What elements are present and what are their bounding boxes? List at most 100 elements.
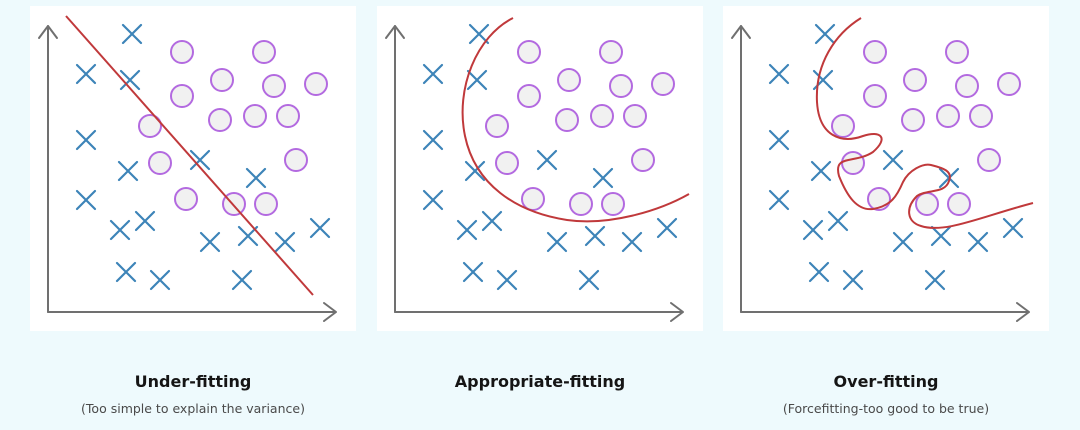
overfitting-subtitle: (Forcefitting-too good to be true) [782,401,990,416]
cross-icon [578,269,600,291]
overfitting-panel [723,6,1049,331]
circle-icon [243,104,267,128]
smooth-decision-boundary [461,17,690,223]
cross-icon [768,63,790,85]
cross-icon [466,69,488,91]
cross-icon [75,129,97,151]
wiggly-decision-boundary [815,17,1034,229]
cross-icon [842,269,864,291]
cross-icon [827,210,849,232]
axes [38,25,337,322]
cross-icon [274,231,296,253]
cross-icon [621,231,643,253]
underfitting-title: Under-fitting [134,372,252,391]
circle-icon [947,192,971,216]
appropriate-fitting-caption: Appropriate-fitting [377,370,703,394]
circle-icon [304,72,328,96]
circle-icon [601,192,625,216]
circle-icon [138,114,162,138]
appropriate-fitting-panel [377,6,703,331]
circle-icon [599,40,623,64]
cross-icon [121,23,143,45]
circle-icon [915,192,939,216]
circle-class-points [485,40,675,216]
circle-icon [521,187,545,211]
cross-icon [134,210,156,232]
x-axis-arrow-icon [323,302,337,322]
y-axis-arrow-icon [385,25,405,39]
circle-icon [555,108,579,132]
circle-icon [252,40,276,64]
cross-class-points [75,23,331,291]
circle-icon [590,104,614,128]
circle-icon [831,114,855,138]
underfitting-caption: Under-fitting (Too simple to explain the… [30,370,356,418]
appropriate-fitting-plot [385,17,690,322]
circle-icon [170,84,194,108]
cross-icon [810,160,832,182]
cross-icon [119,69,141,91]
cross-icon [75,189,97,211]
cross-icon [536,149,558,171]
cross-icon [814,23,836,45]
circle-icon [569,192,593,216]
cross-icon [808,261,830,283]
circle-icon [262,74,286,98]
cross-icon [481,210,503,232]
circle-icon [863,84,887,108]
circle-icon [208,108,232,132]
circle-icon [623,104,647,128]
circle-icon [609,74,633,98]
circle-icon [841,151,865,175]
cross-icon [468,23,490,45]
cross-icon [117,160,139,182]
circle-icon [276,104,300,128]
cross-icon [189,149,211,171]
cross-icon [231,269,253,291]
cross-class-points [422,23,678,291]
circle-icon [210,68,234,92]
circle-icon [651,72,675,96]
linear-decision-boundary [65,15,314,296]
cross-icon [546,231,568,253]
cross-icon [802,219,824,241]
cross-icon [592,167,614,189]
overfitting-title: Over-fitting [833,372,939,391]
axes [385,25,684,322]
cross-icon [456,219,478,241]
circle-class-points [138,40,328,216]
cross-icon [892,231,914,253]
y-axis-arrow-icon [38,25,58,39]
appropriate-fitting-title: Appropriate-fitting [454,372,626,391]
circle-icon [254,192,278,216]
cross-icon [930,225,952,247]
circle-icon [170,40,194,64]
cross-icon [309,217,331,239]
cross-icon [245,167,267,189]
circle-icon [997,72,1021,96]
circle-icon [955,74,979,98]
axes [731,25,1030,322]
circle-icon [174,187,198,211]
y-axis-arrow-icon [731,25,751,39]
cross-icon [115,261,137,283]
circle-icon [557,68,581,92]
circle-icon [631,148,655,172]
cross-icon [967,231,989,253]
x-axis-arrow-icon [670,302,684,322]
cross-icon [462,261,484,283]
circle-icon [517,84,541,108]
cross-icon [584,225,606,247]
cross-icon [768,189,790,211]
circle-icon [936,104,960,128]
cross-icon [109,219,131,241]
circle-icon [969,104,993,128]
circle-icon [901,108,925,132]
cross-icon [924,269,946,291]
circle-icon [517,40,541,64]
circle-icon [495,151,519,175]
cross-icon [496,269,518,291]
cross-icon [422,129,444,151]
cross-icon [882,149,904,171]
cross-icon [656,217,678,239]
